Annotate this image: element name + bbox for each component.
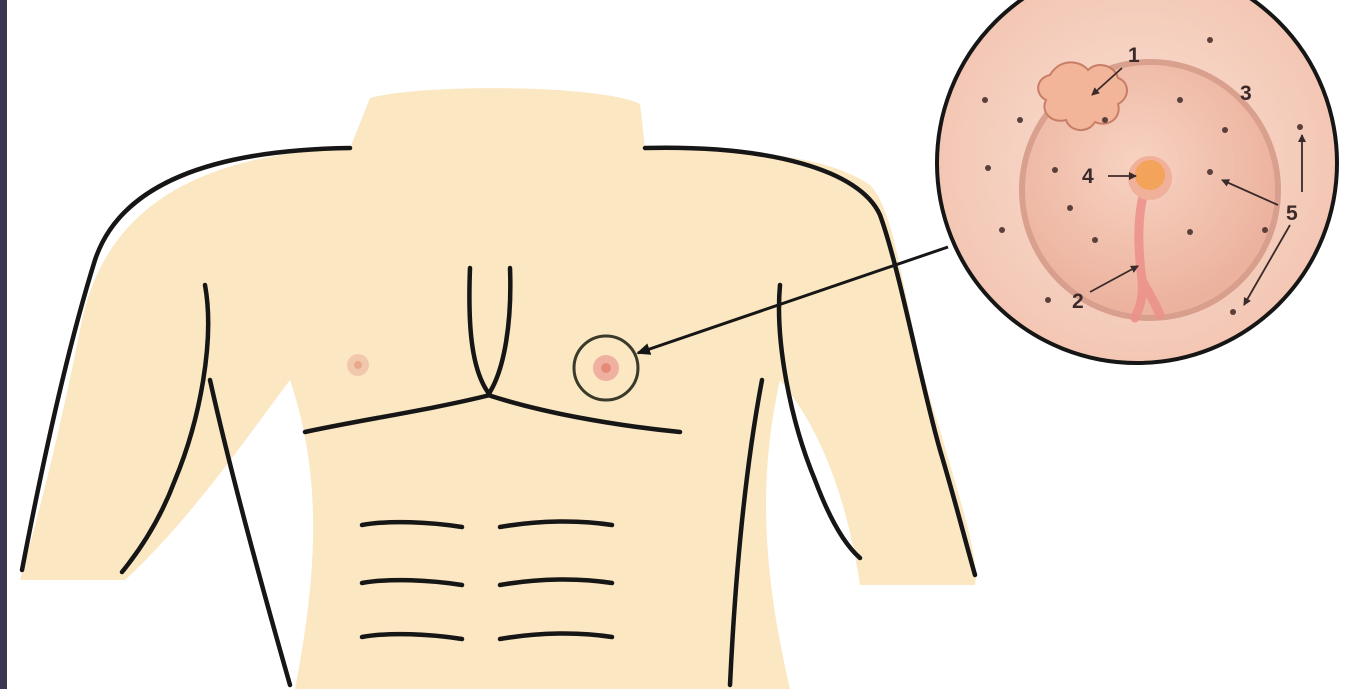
callout-label-4: 4 (1082, 165, 1094, 188)
callout-label-3: 3 (1240, 82, 1252, 105)
callout-label-5: 5 (1286, 202, 1298, 225)
callout-label-2: 2 (1072, 290, 1084, 313)
zoom-callout: 1 2 3 4 5 (937, 0, 1337, 363)
torso-skin (20, 88, 976, 689)
callout-label-1: 1 (1128, 44, 1140, 67)
nipple-core (1135, 160, 1165, 190)
left-nipple (347, 354, 369, 376)
torso (20, 88, 976, 689)
